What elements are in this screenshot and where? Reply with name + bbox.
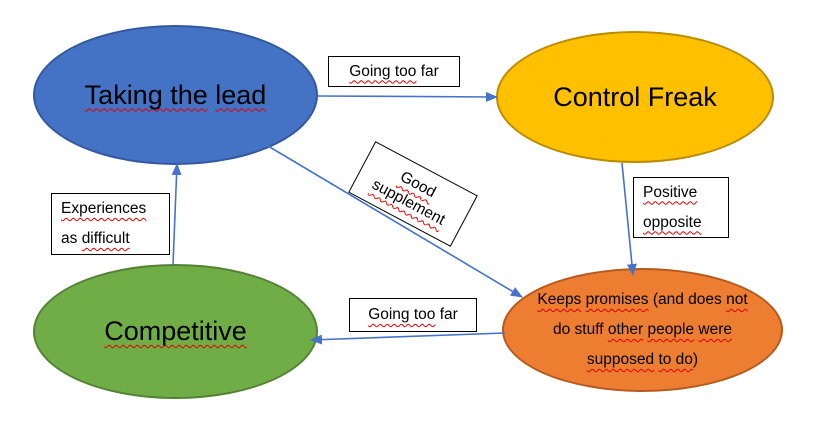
arrow-taking-the-lead-to-control-freak [317, 91, 498, 102]
edge-label-going-too-far-top-text: Going too far [349, 62, 439, 80]
node-competitive[interactable]: Competitive [33, 264, 318, 399]
node-taking-the-lead[interactable]: Taking the lead [33, 25, 318, 165]
edge-label-going-too-far-top[interactable]: Going too far [328, 56, 460, 87]
arrow-control-freak-to-keeps-promises [621, 162, 637, 276]
arrow-keeps-promises-to-competitive [310, 332, 506, 345]
arrow-competitive-to-taking-the-lead [171, 163, 182, 266]
arrow-taking-the-lead-to-keeps-promises [267, 145, 523, 298]
edge-label-going-too-far-bottom-text: Going too far [368, 306, 458, 323]
node-control-freak[interactable]: Control Freak [496, 31, 774, 163]
edge-label-going-too-far-bottom[interactable]: Going too far [349, 298, 477, 332]
node-taking-the-lead-label: Taking the lead [84, 79, 267, 110]
node-competitive-label: Competitive [104, 316, 247, 346]
node-control-freak-label: Control Freak [553, 81, 717, 112]
